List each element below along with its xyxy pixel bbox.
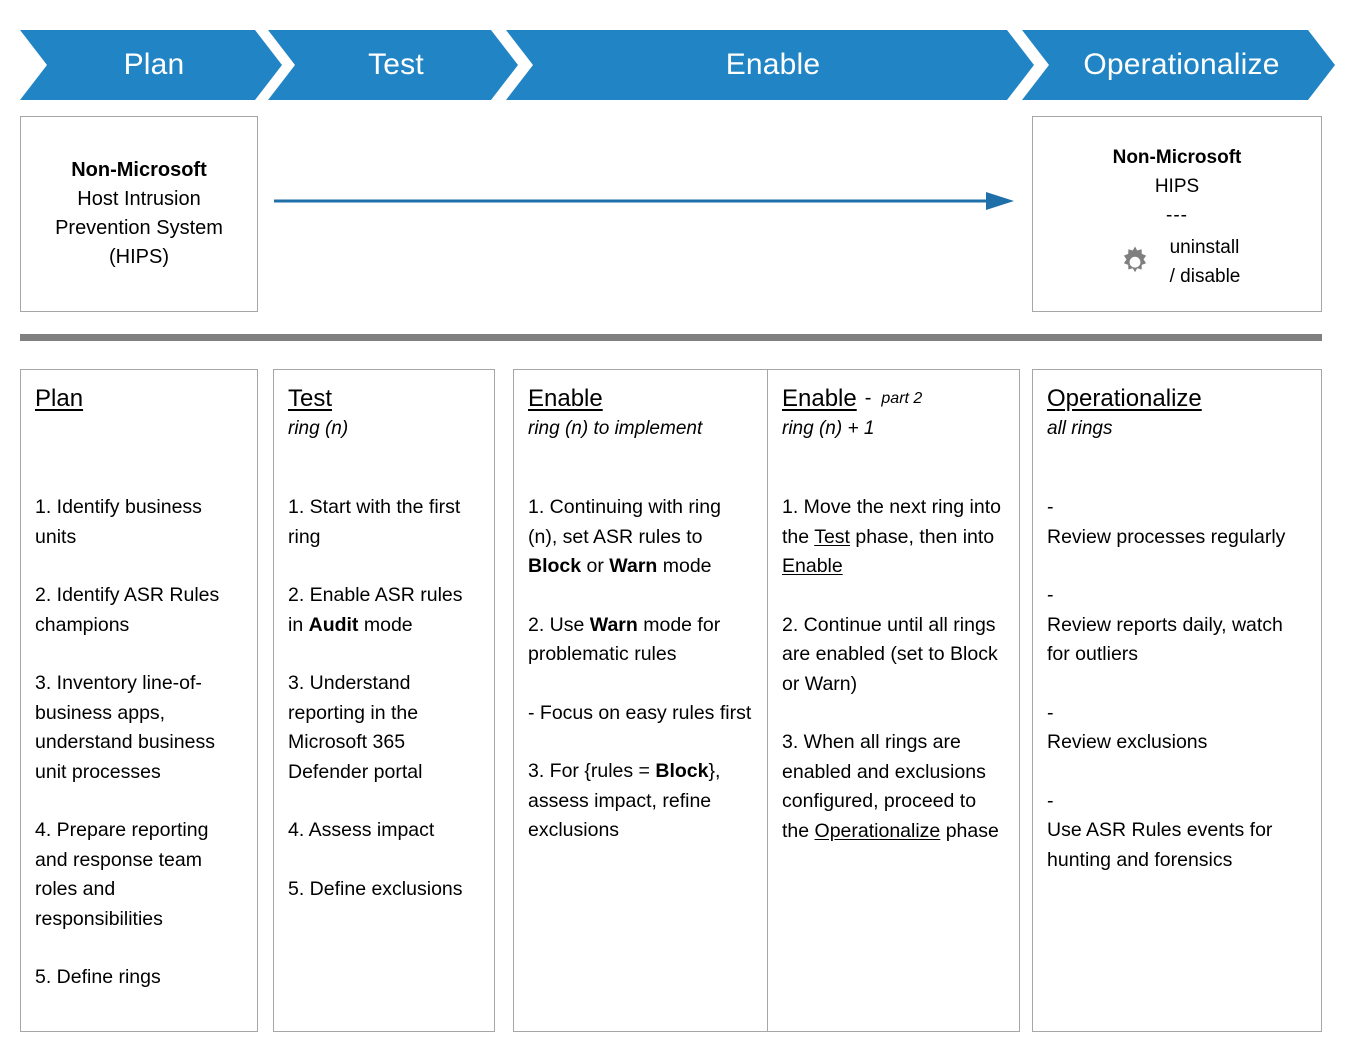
list-item: Review reports daily, watch for outliers [1047,613,1283,666]
hips-left-line2: Host Intrusion [77,188,201,210]
gear-icon [1114,241,1156,283]
phase-column-operationalize: Operationalize all rings - Review proces… [1032,369,1322,1032]
phase-title-suffix: part 2 [881,390,923,407]
phase-column-enable: Enable ring (n) to implement 1. Continui… [513,369,768,1032]
list-item: 4. Prepare reporting and response team r… [35,819,209,930]
list-item: 4. Assess impact [288,819,435,841]
list-item: 3. For {rules = Block}, assess impact, r… [528,760,721,841]
list-item: Review exclusions [1047,731,1208,753]
list-item: 2. Use Warn mode for problematic rules [528,613,721,666]
banner-chevron-operationalize-label: Operationalize [1083,48,1280,81]
bullet-marker: - [1047,701,1054,724]
hips-right-vendor: Non-Microsoft [1112,147,1242,168]
phase-column-plan: Plan 1. Identify business units 2. Ident… [20,369,258,1032]
bullet-marker: - [1047,789,1054,812]
hips-target-state-box: Non-Microsoft HIPS --- uninstall / disab… [1032,116,1322,312]
banner-chevron-test-label: Test [368,48,424,81]
list-item: 5. Define rings [35,966,161,988]
phase-title-plan: Plan [35,385,84,412]
list-item: 5. Define exclusions [288,877,463,900]
list-item: 1. Continuing with ring (n), set ASR rul… [528,496,721,577]
phase-title-operationalize: Operationalize [1047,385,1202,412]
bullet-marker: - [1047,496,1054,518]
list-item: 3. Understand reporting in the Microsoft… [288,672,423,783]
hips-current-state-box: Non-Microsoft Host Intrusion Prevention … [20,116,258,312]
phase-items-enable-part2: 1. Move the next ring into the Test phas… [782,493,1007,846]
phase-title-dash: - [864,387,872,409]
banner-chevron-enable-label: Enable [725,48,821,81]
list-item: Use ASR Rules events for hunting and for… [1047,819,1273,871]
hips-right-separator: --- [1166,205,1188,226]
phase-column-enable-part2: Enable-part 2 ring (n) + 1 1. Move the n… [767,369,1020,1032]
hips-right-line2: HIPS [1154,176,1200,197]
list-item: Review processes regularly [1047,525,1286,548]
phase-subtitle-plan [35,416,245,441]
hips-action-disable: / disable [1169,266,1241,287]
banner-chevron-plan-label: Plan [123,48,185,81]
phase-title-enable: Enable [528,385,603,412]
hips-left-vendor: Non-Microsoft [71,159,207,181]
list-item: - Focus on easy rules first [528,701,752,724]
banner-chevron-test[interactable]: Test [268,30,518,100]
list-item: 2. Identify ASR Rules champions [35,584,220,636]
phase-title-test: Test [288,385,333,412]
phase-subtitle-test: ring (n) [288,418,349,439]
section-divider [20,334,1322,341]
phase-items-test: 1. Start with the first ring 2. Enable A… [288,493,482,904]
list-item: 3. Inventory line-of-business apps, unde… [35,672,215,783]
banner-chevron-plan[interactable]: Plan [20,30,282,100]
hips-action-uninstall: uninstall [1169,237,1240,258]
hips-left-line4: (HIPS) [109,246,169,268]
banner-chevron-operationalize[interactable]: Operationalize [1022,30,1335,100]
banner-chevron-enable[interactable]: Enable [506,30,1034,100]
list-item: 3. When all rings are enabled and exclus… [782,731,999,842]
right-arrow-icon [274,192,1014,210]
phase-items-enable: 1. Continuing with ring (n), set ASR rul… [528,493,755,846]
phase-items-operationalize: - Review processes regularly - Review re… [1047,493,1309,875]
hips-left-line3: Prevention System [55,217,223,239]
phase-items-plan: 1. Identify business units 2. Identify A… [35,493,245,993]
bullet-marker: - [1047,584,1054,606]
phase-subtitle-operationalize: all rings [1047,418,1113,439]
list-item: 2. Continue until all rings are enabled … [782,613,998,695]
phase-subtitle-enable-part2: ring (n) + 1 [782,418,875,439]
phase-column-test: Test ring (n) 1. Start with the first ri… [273,369,495,1032]
list-item: 1. Start with the first ring [288,496,461,548]
list-item: 2. Enable ASR rules in Audit mode [288,584,463,636]
phase-title-enable-part2: Enable [782,385,857,412]
list-item: 1. Move the next ring into the Test phas… [782,496,1001,577]
list-item: 1. Identify business units [35,496,202,548]
phase-banner: Plan Test Enable Operationalize [0,30,1353,100]
phase-subtitle-enable: ring (n) to implement [528,418,703,439]
